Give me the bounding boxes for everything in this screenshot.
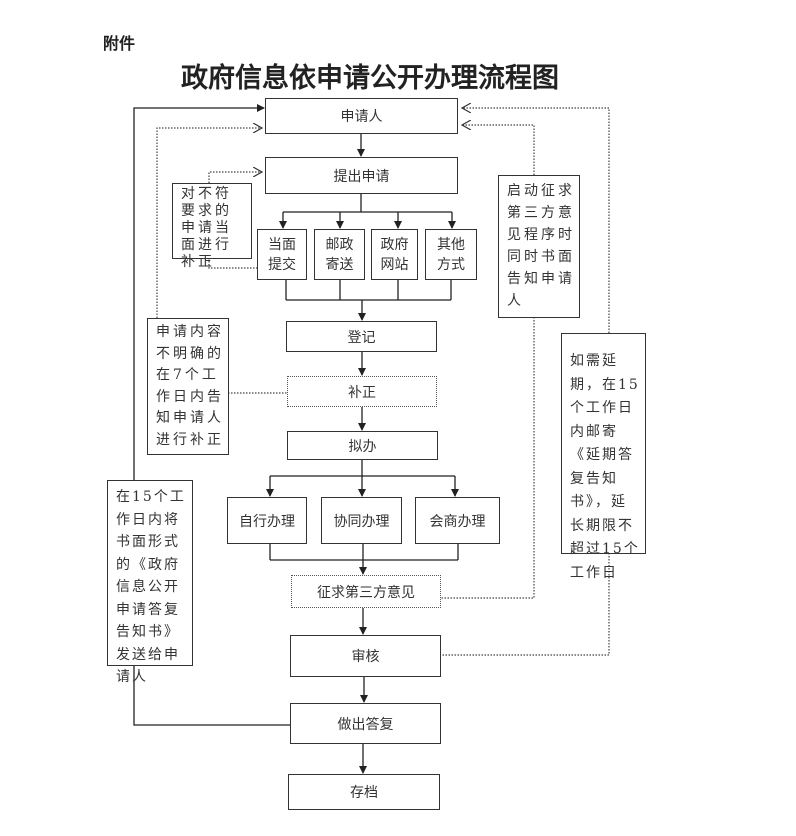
note-written-reply: 在15个工作日内将书面形式的《政府信息公开申请答复告知书》发送给申请人 bbox=[107, 480, 193, 685]
note-extension: 如需延期，在15个工作日内邮寄《延期答复告知书》，延长期限不超过15个工作日 bbox=[561, 333, 646, 581]
node-register: 登记 bbox=[286, 321, 437, 352]
node-submit: 提出申请 bbox=[265, 157, 458, 194]
node-channel-post: 邮政寄送 bbox=[314, 229, 365, 280]
node-handle-consult: 会商办理 bbox=[415, 497, 500, 544]
node-third-party: 征求第三方意见 bbox=[291, 575, 441, 608]
attachment-label: 附件 bbox=[103, 34, 136, 53]
node-handle-self: 自行办理 bbox=[227, 497, 307, 544]
node-handle-cooperate: 协同办理 bbox=[321, 497, 402, 544]
node-archive: 存档 bbox=[288, 774, 440, 810]
node-reply: 做出答复 bbox=[290, 703, 441, 744]
node-draft: 拟办 bbox=[287, 431, 438, 460]
note-on-site-correction: 对不符要求的申请当面进行补正 bbox=[172, 183, 252, 270]
node-channel-website: 政府网站 bbox=[371, 229, 418, 280]
node-supplement: 补正 bbox=[287, 376, 437, 407]
node-channel-other: 其他方式 bbox=[425, 229, 477, 280]
node-channel-in-person: 当面提交 bbox=[257, 229, 307, 280]
note-third-party-notice: 启动征求第三方意见程序时同时书面告知申请人 bbox=[498, 175, 580, 318]
page-title: 政府信息依申请公开办理流程图 bbox=[181, 63, 559, 94]
node-applicant: 申请人 bbox=[265, 98, 458, 134]
node-review: 审核 bbox=[290, 635, 441, 677]
note-unclear-content: 申请内容不明确的在7个工作日内告知申请人进行补正 bbox=[147, 318, 229, 455]
